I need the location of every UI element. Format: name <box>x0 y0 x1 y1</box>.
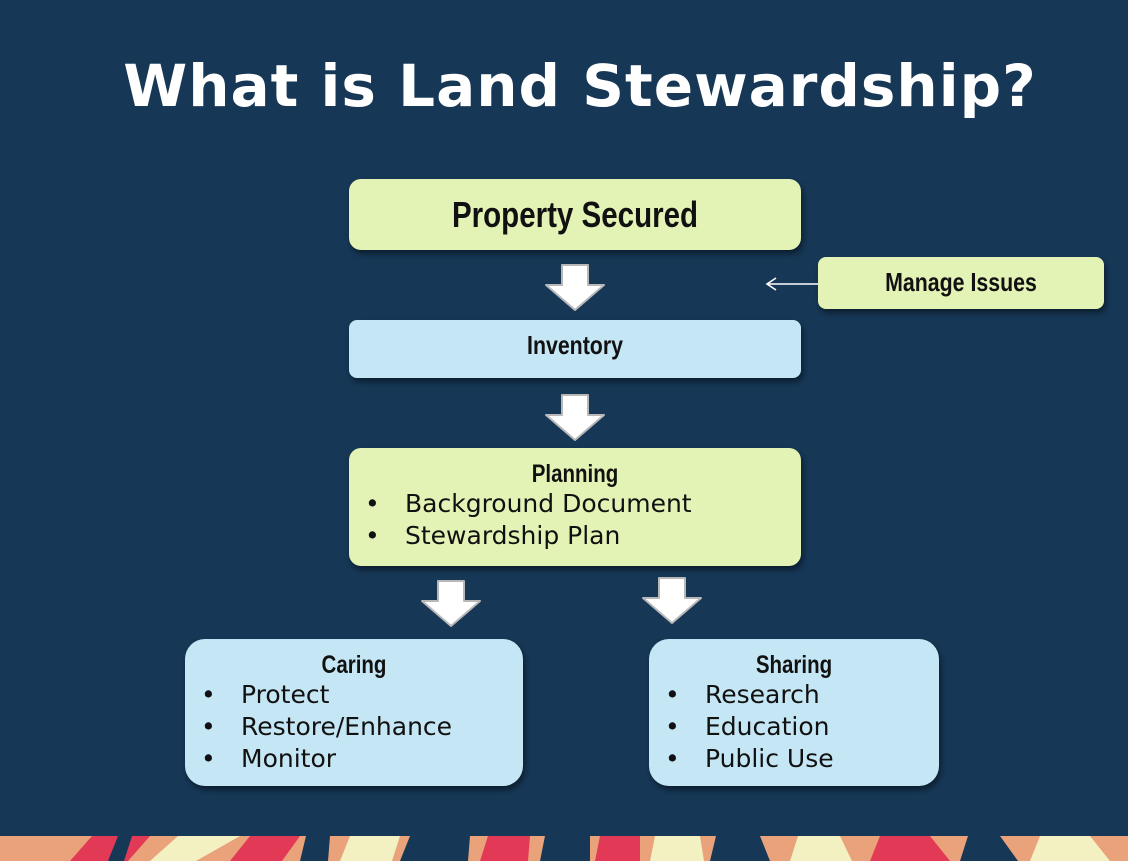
down-arrow-icon <box>642 577 702 624</box>
slide-title: What is Land Stewardship? <box>123 52 1037 120</box>
sharing-title: Sharing <box>755 651 833 679</box>
planning-title: Planning <box>531 460 619 488</box>
planning-item: Background Document <box>349 488 801 520</box>
sharing-box: Sharing Research Education Public Use <box>649 639 939 786</box>
sharing-item: Education <box>649 711 939 743</box>
caring-list: Protect Restore/Enhance Monitor <box>185 679 523 775</box>
manage-issues-label: Manage Issues <box>885 267 1037 297</box>
decorative-bottom-band <box>0 836 1128 861</box>
caring-item: Monitor <box>185 743 523 775</box>
down-arrow-icon <box>545 264 605 311</box>
sharing-item: Research <box>649 679 939 711</box>
inventory-box: Inventory <box>349 320 801 378</box>
down-arrow-icon <box>421 580 481 627</box>
caring-item: Protect <box>185 679 523 711</box>
caring-box: Caring Protect Restore/Enhance Monitor <box>185 639 523 786</box>
caring-title: Caring <box>321 651 387 679</box>
decorative-pattern <box>0 836 1128 861</box>
manage-issues-box: Manage Issues <box>818 257 1104 309</box>
property-secured-label: Property Secured <box>451 194 699 235</box>
caring-item: Restore/Enhance <box>185 711 523 743</box>
inventory-label: Inventory <box>527 330 623 360</box>
sharing-item: Public Use <box>649 743 939 775</box>
planning-list: Background Document Stewardship Plan <box>349 488 801 552</box>
down-arrow-icon <box>545 394 605 441</box>
property-secured-box: Property Secured <box>349 179 801 250</box>
planning-box: Planning Background Document Stewardship… <box>349 448 801 566</box>
manage-issues-connector-arrow <box>765 277 818 291</box>
planning-item: Stewardship Plan <box>349 520 801 552</box>
sharing-list: Research Education Public Use <box>649 679 939 775</box>
